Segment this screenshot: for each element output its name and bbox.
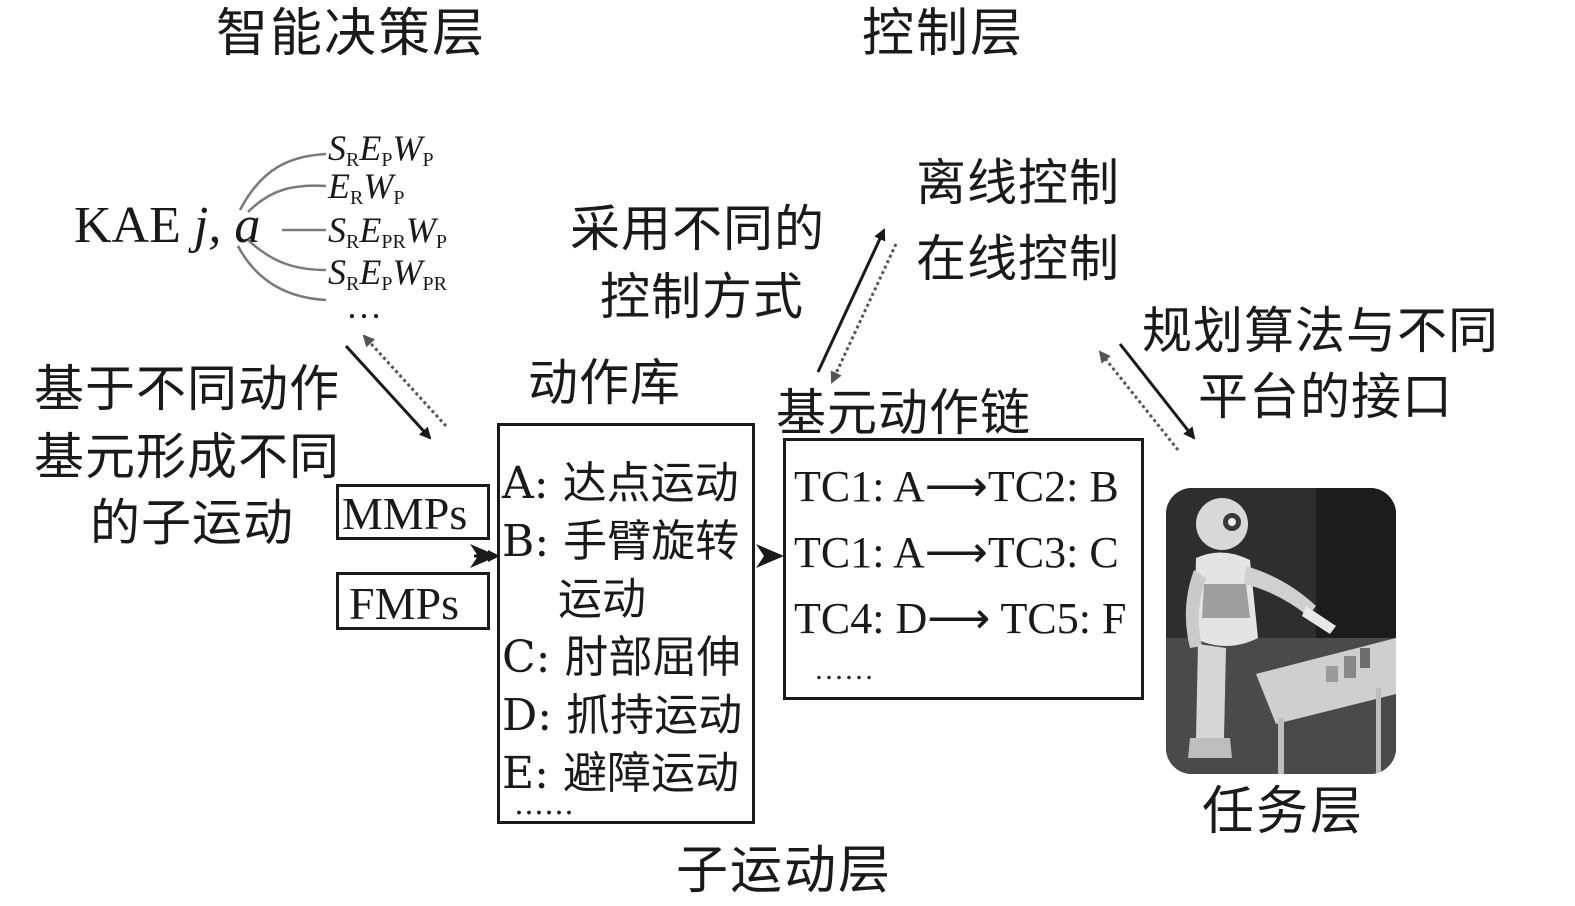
submotion-layer-title: 子运动层 — [676, 841, 893, 901]
library-title: 动作库 — [528, 354, 681, 412]
library-item-key: D: — [502, 690, 553, 741]
chain-item-3: TC4: D⟶ TC5: F — [794, 594, 1127, 643]
control-mode-online: 在线控制 — [916, 230, 1120, 288]
submotion-note-line-1: 基于不同动作 — [34, 360, 340, 418]
control-layer-title: 控制层 — [862, 4, 1025, 64]
robot-photo-drawing — [1166, 488, 1396, 774]
interface-note-line-1: 规划算法与不同 — [1142, 302, 1499, 360]
mmps-box: MMPs — [336, 484, 490, 540]
kae-ellipsis: … — [346, 286, 382, 326]
task-layer-title: 任务层 — [1202, 782, 1365, 842]
kae-combo-4: SREPWPR — [328, 252, 447, 295]
kae-vars: j, a — [193, 197, 261, 254]
task-to-interface-arrow — [1098, 350, 1180, 451]
control-to-chain-arrow — [830, 243, 898, 384]
library-item-text: 避障运动 — [562, 748, 739, 799]
library-item-text: 抓持运动 — [566, 690, 743, 741]
chain-ellipsis: …… — [814, 653, 874, 686]
library-ellipsis: …… — [514, 787, 574, 822]
library-item-d: D: 抓持运动 — [502, 694, 742, 738]
control-mode-offline: 离线控制 — [916, 154, 1120, 212]
interface-note-line-2: 平台的接口 — [1198, 368, 1453, 426]
library-item-c: C: 肘部屈伸 — [502, 636, 741, 680]
submotion-to-decision-arrow — [362, 334, 448, 428]
chain-title: 基元动作链 — [776, 384, 1031, 442]
library-item-key: C: — [502, 632, 551, 683]
chain-item-1: TC1: A⟶TC2: B — [794, 462, 1119, 511]
library-item-a: A: 达点运动 — [502, 462, 739, 506]
library-item-b-cont: 运动 — [558, 578, 646, 622]
library-to-chain-arrow-head — [756, 544, 784, 568]
fmps-box: FMPs — [336, 572, 490, 630]
kae-combo-3: SREPRWP — [328, 210, 447, 253]
humanoid-robot-photo — [1166, 488, 1396, 774]
library-item-text: 运动 — [558, 574, 646, 625]
library-item-key: B: — [502, 516, 550, 567]
submotion-note-line-3: 的子运动 — [90, 494, 294, 552]
kae-curve-5 — [236, 245, 327, 302]
library-item-key: E: — [502, 748, 549, 799]
library-item-text: 达点运动 — [562, 458, 739, 509]
library-item-text: 肘部屈伸 — [564, 632, 741, 683]
library-item-text: 手臂旋转 — [563, 516, 740, 567]
kae-combo-1: SREPWP — [328, 128, 434, 171]
kae-combo-2: ERWP — [328, 166, 405, 209]
decision-layer-title: 智能决策层 — [216, 4, 487, 64]
action-chain-box: TC1: A⟶TC2: B TC1: A⟶TC3: C TC4: D⟶ TC5:… — [783, 438, 1144, 700]
library-item-e: E: 避障运动 — [502, 752, 739, 796]
control-note-line-2: 控制方式 — [600, 268, 804, 326]
kae-label: KAE j, a — [74, 200, 260, 252]
chain-item-2: TC1: A⟶TC3: C — [794, 528, 1119, 577]
kae-text: KAE — [74, 197, 181, 254]
decision-to-submotion-arrow — [344, 344, 432, 440]
submotion-note-line-2: 基元形成不同 — [34, 428, 340, 486]
library-item-b: B: 手臂旋转 — [502, 520, 739, 564]
chain-to-control-arrow — [816, 228, 886, 373]
control-note-line-1: 采用不同的 — [570, 200, 825, 258]
library-item-key: A: — [502, 458, 549, 509]
primitives-arrow-head — [470, 544, 498, 568]
action-library-box: A: 达点运动 B: 手臂旋转 运动 C: 肘部屈伸 D: 抓持运动 E: 避障… — [497, 423, 755, 824]
